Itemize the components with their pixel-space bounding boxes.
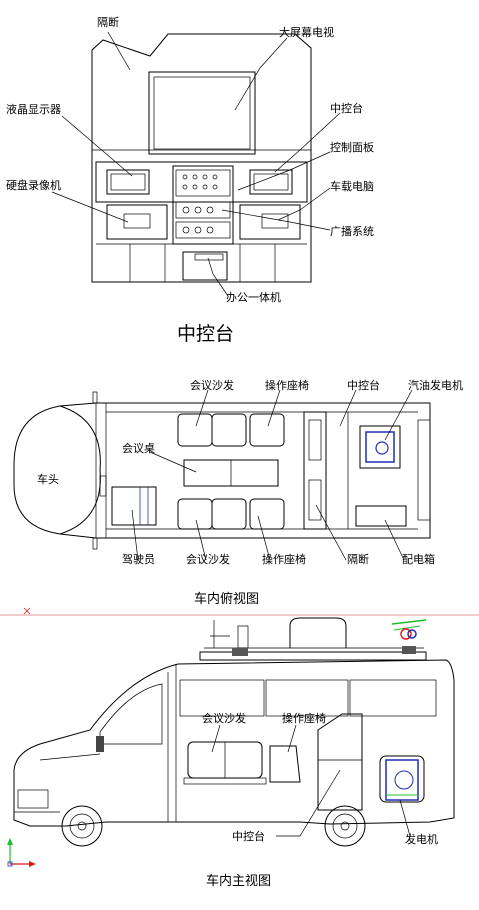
sofa-top bbox=[177, 413, 285, 447]
label-driver: 驾驶员 bbox=[122, 552, 155, 566]
label-hdd-recorder: 硬盘录像机 bbox=[6, 178, 61, 192]
window-1 bbox=[179, 679, 265, 717]
lcd-right-inner bbox=[253, 173, 289, 191]
control-panel-knobs bbox=[182, 174, 218, 190]
roof-mast bbox=[237, 625, 249, 649]
label-console: 中控台 bbox=[330, 101, 363, 115]
window-2 bbox=[265, 679, 349, 717]
driver-seat bbox=[111, 486, 157, 526]
label-seat-top: 操作座椅 bbox=[265, 378, 309, 392]
top-view-title: 车内俯视图 bbox=[194, 591, 259, 607]
top-body-outline bbox=[13, 402, 431, 539]
office-aio bbox=[182, 251, 228, 281]
broadcast-unit-2 bbox=[175, 221, 231, 239]
lcd-left bbox=[106, 169, 150, 195]
console-housing bbox=[91, 33, 312, 283]
side-view: 会议沙发 操作座椅 中控台 发电机 车内主视图 bbox=[7, 617, 455, 889]
window-3 bbox=[349, 679, 437, 717]
top-generator bbox=[359, 425, 401, 469]
side-view-title: 车内主视图 bbox=[206, 873, 271, 889]
hdd-recorder bbox=[123, 213, 151, 229]
label-sofa-top: 会议沙发 bbox=[190, 378, 234, 392]
car-pc bbox=[261, 213, 289, 229]
top-view: 车头 会议沙发 操作座椅 中控台 汽油发电机 会议桌 驾驶员 会议沙发 操作座椅… bbox=[13, 378, 463, 607]
label-partition: 隔断 bbox=[97, 15, 119, 29]
front-window bbox=[99, 683, 163, 745]
roof-antenna bbox=[391, 619, 427, 640]
top-windshield bbox=[59, 405, 101, 535]
label-office-aio: 办公一体机 bbox=[226, 290, 281, 304]
side-generator bbox=[379, 755, 425, 803]
front-wheel bbox=[61, 805, 103, 847]
control-panel bbox=[175, 169, 231, 197]
pc-cabinet bbox=[239, 204, 301, 240]
label-console-side: 中控台 bbox=[232, 829, 265, 843]
label-sofa-side: 会议沙发 bbox=[202, 711, 246, 725]
label-lcd: 液晶显示器 bbox=[6, 102, 61, 116]
label-car-pc: 车载电脑 bbox=[330, 179, 374, 193]
lcd-right bbox=[249, 169, 293, 195]
top-partition bbox=[303, 411, 327, 530]
hdd-cabinet bbox=[106, 204, 168, 240]
roof-dome bbox=[289, 617, 347, 648]
label-generator-side: 发电机 bbox=[405, 832, 438, 846]
top-leaders bbox=[131, 389, 413, 561]
sofa-bottom bbox=[177, 498, 285, 530]
side-console bbox=[317, 713, 363, 811]
label-generator-top: 汽油发电机 bbox=[408, 378, 463, 392]
small-axis-marker bbox=[23, 607, 31, 615]
console-view-title: 中控台 bbox=[177, 323, 234, 345]
console-leaders bbox=[51, 31, 341, 297]
roof-rack bbox=[199, 651, 427, 661]
label-table: 会议桌 bbox=[122, 442, 155, 455]
broadcast-unit-1 bbox=[175, 201, 231, 219]
label-seat-side: 操作座椅 bbox=[282, 711, 326, 725]
console-front-view: 隔断 大屏幕电视 液晶显示器 中控台 控制面板 硬盘录像机 车载电脑 广播系统 … bbox=[6, 15, 374, 345]
label-seat-bottom: 操作座椅 bbox=[262, 552, 306, 566]
side-leaders bbox=[211, 724, 411, 837]
label-big-tv: 大屏幕电视 bbox=[279, 25, 334, 39]
label-control-panel: 控制面板 bbox=[330, 140, 374, 154]
tv-screen-inner bbox=[153, 76, 251, 150]
ucs-axis-icon bbox=[7, 838, 36, 867]
side-body-outline bbox=[13, 659, 455, 827]
tv-screen-outer bbox=[148, 71, 256, 155]
power-box bbox=[355, 505, 407, 527]
lcd-left-inner bbox=[110, 173, 146, 191]
label-car-head: 车头 bbox=[37, 472, 59, 486]
side-seat bbox=[269, 745, 301, 783]
label-power-box: 配电箱 bbox=[402, 552, 435, 566]
label-broadcast: 广播系统 bbox=[330, 224, 374, 238]
label-console-top: 中控台 bbox=[347, 378, 380, 392]
rear-wheel bbox=[324, 805, 366, 847]
label-partition-top: 隔断 bbox=[347, 552, 369, 566]
label-sofa-bottom: 会议沙发 bbox=[186, 552, 230, 566]
office-aio-tray bbox=[194, 253, 224, 261]
